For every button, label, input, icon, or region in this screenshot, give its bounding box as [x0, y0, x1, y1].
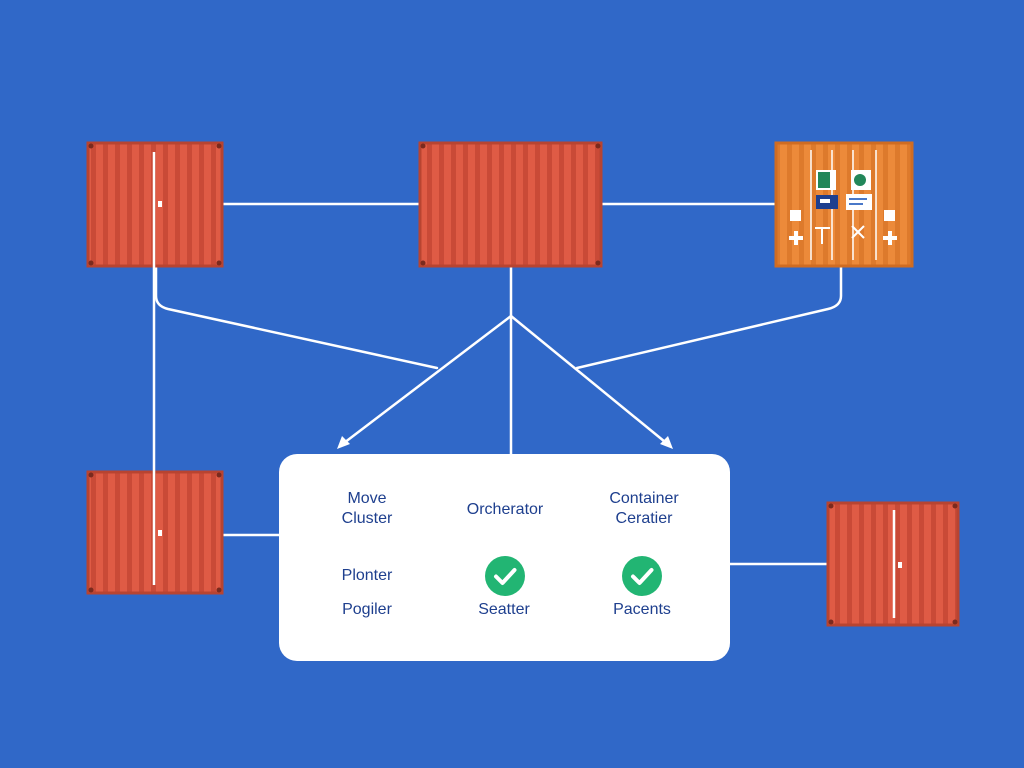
plus-icon: [789, 231, 803, 245]
container-bottom-right: [826, 501, 960, 627]
label-cluster: Cluster: [341, 510, 393, 527]
label-pogiler: Pogiler: [342, 601, 392, 618]
label-ceratier: Ceratier: [615, 510, 673, 527]
container-top-right: [774, 141, 914, 268]
label-plonter: Plonter: [341, 567, 393, 584]
card-icon: [816, 195, 838, 209]
arrowheads: [337, 436, 673, 449]
plus-icon: [883, 231, 897, 245]
tool-icon: [815, 225, 865, 244]
plug-icon: [851, 170, 871, 190]
label-container: Container: [609, 490, 679, 507]
panel-icon: [816, 170, 836, 190]
square-icon: [790, 210, 801, 221]
container-top-center: [418, 141, 603, 268]
label-seatter: Seatter: [478, 601, 530, 618]
container-top-left: [86, 141, 224, 268]
connector-lines: [154, 202, 843, 566]
check-circle-icon: [622, 556, 662, 596]
document-icon: [846, 194, 872, 210]
check-circle-icon: [485, 556, 525, 596]
label-orcherator: Orcherator: [466, 501, 544, 518]
square-icon: [884, 210, 895, 221]
label-pacents: Pacents: [613, 601, 671, 618]
label-move: Move: [347, 490, 387, 507]
